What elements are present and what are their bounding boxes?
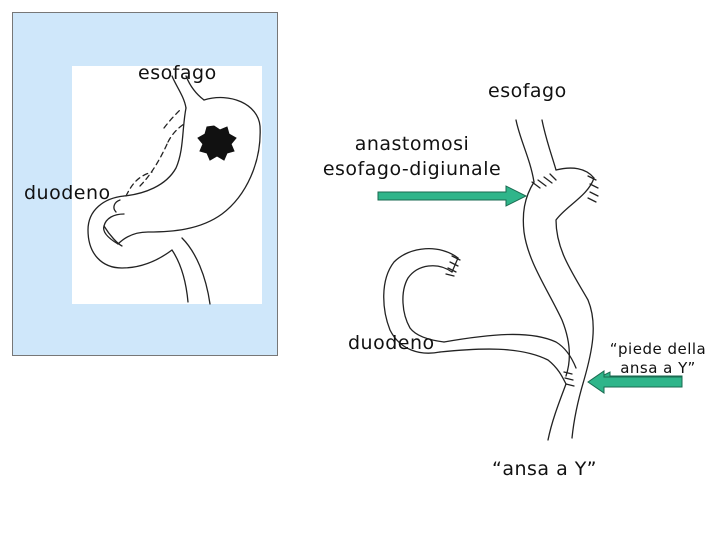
- right-label-foot-of-y-loop: “piede della ansa a Y”: [606, 340, 710, 378]
- right-label-y-loop: “ansa a Y”: [492, 458, 597, 480]
- arrow-anastomosis: [378, 186, 526, 206]
- right-label-duodenum: duodeno: [348, 332, 435, 354]
- anastomosis-line-1: anastomosi: [312, 132, 512, 157]
- foot-line-1: “piede della: [606, 340, 710, 359]
- right-label-esophagus: esofago: [488, 80, 567, 102]
- right-label-anastomosis: anastomosi esofago-digiunale: [312, 132, 512, 182]
- foot-line-2: ansa a Y”: [606, 359, 710, 378]
- anastomosis-line-2: esofago-digiunale: [312, 157, 512, 182]
